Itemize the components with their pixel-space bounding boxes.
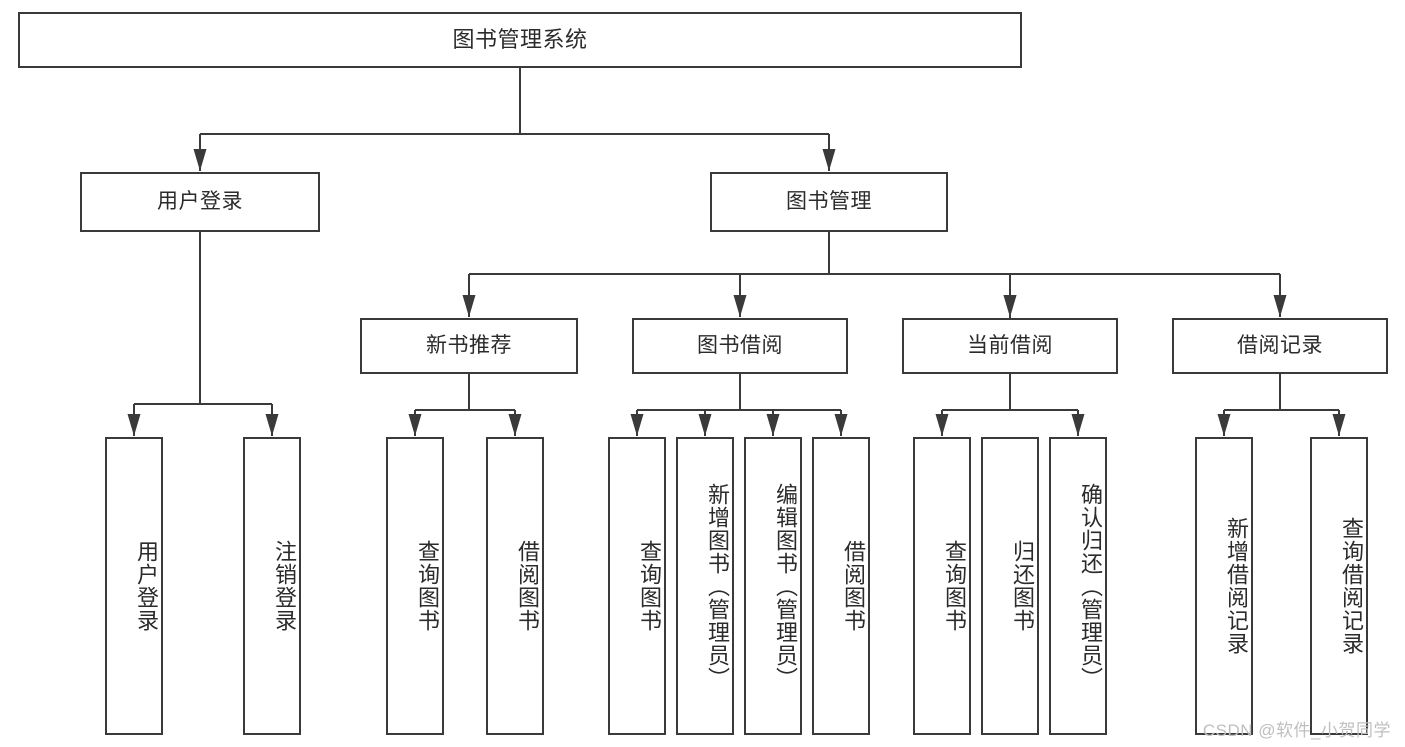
leaf-query-book-1[interactable]: 查询图书 xyxy=(386,437,444,735)
leaf-logout-label: 注销登录 xyxy=(272,540,297,632)
node-root-label: 图书管理系统 xyxy=(452,26,588,52)
leaf-logout[interactable]: 注销登录 xyxy=(243,437,301,735)
leaf-add-record[interactable]: 新增借阅记录 xyxy=(1195,437,1253,735)
leaf-return-book[interactable]: 归还图书 xyxy=(981,437,1039,735)
node-root[interactable]: 图书管理系统 xyxy=(18,12,1022,68)
node-current-borrow[interactable]: 当前借阅 xyxy=(902,318,1118,374)
leaf-query-book-2-label: 查询图书 xyxy=(637,540,662,632)
leaf-confirm-return[interactable]: 确认归还（管理员） xyxy=(1049,437,1107,735)
node-borrow-record[interactable]: 借阅记录 xyxy=(1172,318,1388,374)
leaf-confirm-return-label: 确认归还（管理员） xyxy=(1078,482,1103,690)
leaf-query-record-label: 查询借阅记录 xyxy=(1339,517,1364,655)
leaf-add-record-label: 新增借阅记录 xyxy=(1224,517,1249,655)
node-book-manage-label: 图书管理 xyxy=(786,190,872,214)
leaf-edit-book-label: 编辑图书（管理员） xyxy=(773,482,798,690)
leaf-query-book-1-label: 查询图书 xyxy=(415,540,440,632)
leaf-add-book-label: 新增图书（管理员） xyxy=(705,482,730,690)
csdn-watermark: CSDN @软件_小贺同学 xyxy=(1202,721,1391,740)
node-new-book-rec-label: 新书推荐 xyxy=(426,334,512,358)
node-user-login-label: 用户登录 xyxy=(157,190,243,214)
node-current-borrow-label: 当前借阅 xyxy=(967,334,1053,358)
leaf-add-book[interactable]: 新增图书（管理员） xyxy=(676,437,734,735)
node-borrow-record-label: 借阅记录 xyxy=(1237,334,1323,358)
node-book-borrow[interactable]: 图书借阅 xyxy=(632,318,848,374)
leaf-borrow-book-2-label: 借阅图书 xyxy=(841,540,866,632)
leaf-borrow-book-2[interactable]: 借阅图书 xyxy=(812,437,870,735)
node-new-book-rec[interactable]: 新书推荐 xyxy=(360,318,578,374)
node-user-login[interactable]: 用户登录 xyxy=(80,172,320,232)
leaf-borrow-book-1[interactable]: 借阅图书 xyxy=(486,437,544,735)
leaf-query-book-3[interactable]: 查询图书 xyxy=(913,437,971,735)
node-book-borrow-label: 图书借阅 xyxy=(697,334,783,358)
leaf-query-book-2[interactable]: 查询图书 xyxy=(608,437,666,735)
leaf-borrow-book-1-label: 借阅图书 xyxy=(515,540,540,632)
leaf-return-book-label: 归还图书 xyxy=(1010,540,1035,632)
leaf-query-book-3-label: 查询图书 xyxy=(942,540,967,632)
leaf-user-login[interactable]: 用户登录 xyxy=(105,437,163,735)
leaf-edit-book[interactable]: 编辑图书（管理员） xyxy=(744,437,802,735)
leaf-user-login-label: 用户登录 xyxy=(134,540,159,632)
node-book-manage[interactable]: 图书管理 xyxy=(710,172,948,232)
leaf-query-record[interactable]: 查询借阅记录 xyxy=(1310,437,1368,735)
